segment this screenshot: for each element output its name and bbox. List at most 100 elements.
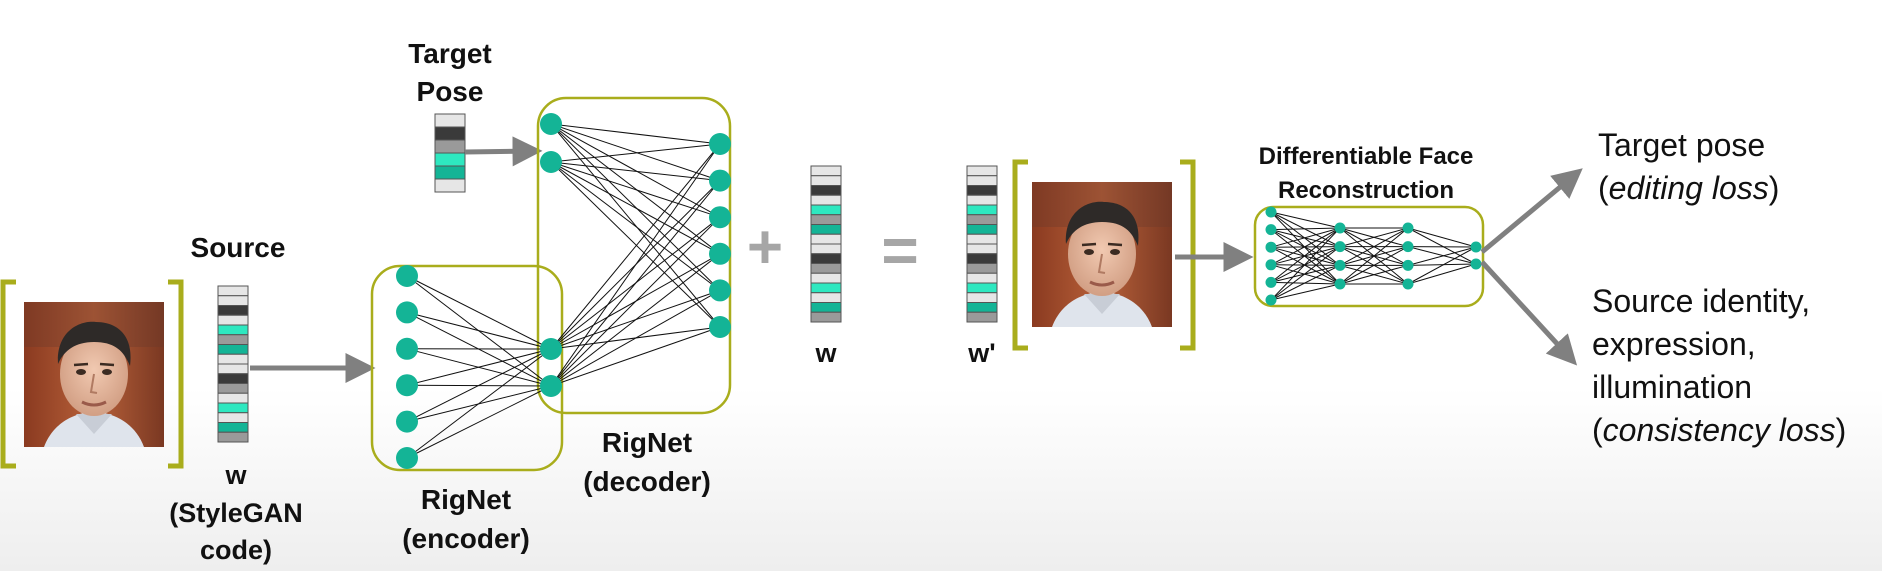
vector-cell (966, 204, 998, 216)
dfr-node (1265, 294, 1277, 306)
vector-cell (966, 214, 998, 225)
dfr-edge (1270, 227, 1341, 248)
dfr-edge (1407, 246, 1477, 265)
vector-cell (217, 285, 249, 297)
vector-cell (217, 334, 249, 345)
vector-cell (966, 302, 998, 313)
vector-cell (810, 194, 842, 206)
dfr-edge (1270, 227, 1341, 231)
source-right-bracket (168, 279, 184, 469)
network-node (709, 242, 731, 265)
dfr-node (1402, 278, 1414, 290)
dfr-node (1334, 259, 1346, 271)
network-edge (550, 216, 721, 387)
decoder-label-line1: RigNet (602, 427, 692, 458)
network-edge (550, 123, 721, 145)
vector-cell (217, 363, 249, 375)
network-node (396, 265, 418, 287)
vector-cell (966, 233, 998, 245)
network-edge (550, 161, 721, 291)
w-prime-vector (966, 165, 998, 323)
editing-loss-label: (editing loss) (1598, 170, 1779, 206)
network-edge (406, 348, 552, 459)
source-face-photo (22, 300, 166, 449)
vector-cell (217, 305, 249, 316)
network-edge (550, 123, 721, 218)
target-pose-output-label: Target pose (1598, 127, 1765, 163)
source-left-bracket (0, 279, 16, 469)
source-label: Source (191, 232, 286, 263)
network-edge (406, 275, 552, 350)
vector-cell (966, 194, 998, 206)
network-edge (550, 289, 721, 387)
vector-cell (810, 311, 842, 323)
network-edge (550, 253, 721, 387)
target-pose-label-line1: Target (408, 38, 492, 69)
dfr-edge (1270, 246, 1341, 266)
output-face-photo (1030, 180, 1174, 329)
dfr-node (1334, 278, 1346, 290)
target-pose-label-line2: Pose (417, 76, 484, 107)
vector-cell (434, 113, 466, 128)
vector-cell (810, 302, 842, 313)
dfr-node (1402, 241, 1414, 253)
network-node (540, 338, 562, 360)
vector-cell (217, 314, 249, 326)
w-mid-label: w (814, 338, 837, 368)
vector-cell (966, 253, 998, 264)
dfr-edges (1270, 211, 1477, 301)
dfr-label-line1: Differentiable Face (1259, 143, 1474, 170)
network-edge (550, 123, 721, 182)
dfr-node (1265, 276, 1277, 288)
dfr-node (1334, 222, 1346, 234)
vector-cell (810, 253, 842, 264)
dfr-node (1470, 241, 1482, 253)
encoder-box (370, 264, 564, 472)
vector-cell (810, 272, 842, 284)
encoder-label-line1: RigNet (421, 484, 511, 515)
dfr-edge (1339, 264, 1409, 285)
vector-cell (217, 383, 249, 394)
network-nodes (396, 113, 731, 469)
network-edge (550, 143, 721, 387)
network-edges (406, 123, 721, 459)
mid-w-vector (810, 165, 842, 323)
network-node (396, 374, 418, 397)
vector-cell (217, 422, 249, 433)
vector-cell (434, 152, 466, 167)
vector-cell (217, 392, 249, 404)
plus-sign: + (747, 213, 783, 282)
vector-cell (217, 295, 249, 306)
network-edge (406, 348, 552, 423)
network-edge (406, 385, 552, 459)
encoder-label-line2: (encoder) (402, 523, 530, 554)
source-latent-vector (217, 285, 249, 443)
vector-cell (810, 165, 842, 177)
vector-cell (217, 353, 249, 365)
dfr-node (1334, 241, 1346, 253)
network-node (709, 133, 731, 155)
network-node (709, 316, 731, 338)
vector-cell (434, 139, 466, 154)
dfr-edge (1270, 229, 1341, 285)
vector-cell (966, 185, 998, 196)
network-edge (406, 348, 552, 386)
vector-cell (810, 204, 842, 216)
dfr-edge (1270, 264, 1341, 285)
dfr-edge (1270, 211, 1341, 248)
dfr-edge (1270, 229, 1341, 248)
vector-cell (966, 243, 998, 255)
dfr-edge (1407, 246, 1477, 285)
network-node (709, 279, 731, 302)
network-edge (550, 326, 721, 387)
vector-cell (810, 233, 842, 245)
network-edge (550, 123, 721, 291)
network-edge (550, 161, 721, 255)
dfr-edge (1270, 283, 1341, 301)
dfr-node (1265, 259, 1277, 271)
vector-cell (966, 175, 998, 186)
vector-cell (810, 292, 842, 303)
source-image-group (0, 279, 184, 469)
network-edge (550, 161, 721, 182)
vector-cell (217, 324, 249, 336)
